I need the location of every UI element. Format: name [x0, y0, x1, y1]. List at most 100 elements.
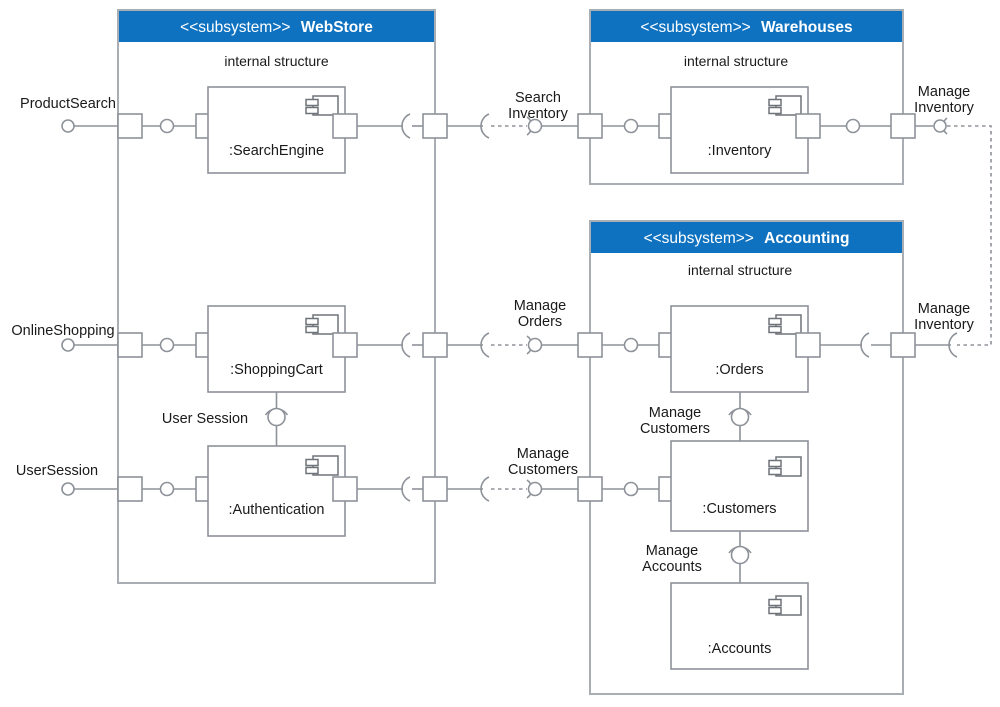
- port-webstore-usersession[interactable]: [117, 476, 143, 502]
- connector-manage-inventory-top-label-line2: Inventory: [914, 100, 974, 116]
- connector-user-session-label: User Session: [162, 411, 248, 427]
- connector-manage-customers-internal-label-line2: Customers: [640, 421, 710, 437]
- warehouses-header-label: <<subsystem>> Warehouses: [640, 19, 852, 36]
- provided-interface-ball-icon: [61, 338, 75, 352]
- warehouses-internal-structure-label: internal structure: [684, 53, 788, 69]
- component-authentication[interactable]: :Authentication: [207, 445, 346, 537]
- connector-manage-inventory-warehouses[interactable]: Manage Inventory: [914, 84, 992, 346]
- port-webstore-searchinventory[interactable]: [422, 113, 448, 139]
- provided-interface-ball-icon: [159, 118, 175, 134]
- component-icon: [768, 595, 802, 616]
- port-searchengine-right[interactable]: [332, 113, 358, 139]
- connector-manage-orders-label-line1: Manage: [514, 298, 566, 314]
- connector-manage-orders[interactable]: Manage Orders: [447, 298, 590, 358]
- required-interface-socket-icon: [948, 332, 958, 358]
- connector-manage-customers-internal-label-line1: Manage: [649, 405, 701, 421]
- connector-manage-customers-label-line1: Manage: [517, 446, 569, 462]
- accounting-header-label: <<subsystem>> Accounting: [644, 230, 850, 247]
- provided-interface-ball-icon: [159, 481, 175, 497]
- port-webstore-onlineshopping[interactable]: [117, 332, 143, 358]
- provided-interface-ball-icon: [61, 482, 75, 496]
- component-icon: [305, 314, 339, 335]
- required-interface-socket-icon: [480, 476, 490, 502]
- webstore-internal-structure-label: internal structure: [224, 53, 328, 69]
- port-orders-right[interactable]: [795, 332, 821, 358]
- connector-manage-accounts-label-line2: Accounts: [642, 559, 702, 575]
- webstore-stereotype: <<subsystem>>: [180, 19, 290, 36]
- component-searchengine[interactable]: :SearchEngine: [207, 86, 346, 174]
- component-accounts[interactable]: :Accounts: [670, 582, 809, 670]
- port-inventory-right[interactable]: [795, 113, 821, 139]
- customers-box: [670, 440, 809, 532]
- provided-interface-ball-icon: [933, 119, 947, 133]
- provided-interface-ball-icon: [61, 119, 75, 133]
- port-warehouses-manageinventory[interactable]: [890, 113, 916, 139]
- accounting-internal-structure-label: internal structure: [688, 262, 792, 278]
- accounting-name: Accounting: [764, 230, 849, 247]
- port-warehouses-searchinventory[interactable]: [577, 113, 603, 139]
- provided-interface-ball-icon: [623, 481, 639, 497]
- authentication-label: :Authentication: [229, 502, 325, 518]
- component-orders[interactable]: :Orders: [670, 305, 809, 393]
- port-webstore-productsearch[interactable]: [117, 113, 143, 139]
- connector-search-inventory-label-line2: Inventory: [508, 106, 568, 122]
- port-webstore-manageorders[interactable]: [422, 332, 448, 358]
- component-icon: [768, 314, 802, 335]
- external-interface-onlineshopping[interactable]: OnlineShopping: [11, 323, 118, 352]
- port-shoppingcart-right[interactable]: [332, 332, 358, 358]
- required-interface-socket-icon: [860, 332, 870, 358]
- connector-manage-inventory-bottom-label-line1: Manage: [918, 301, 970, 317]
- connector-manage-accounts-label-line1: Manage: [646, 543, 698, 559]
- connector-manage-customers-label-line2: Customers: [508, 462, 578, 478]
- external-interface-productsearch[interactable]: ProductSearch: [20, 96, 118, 133]
- component-shoppingcart[interactable]: :ShoppingCart: [207, 305, 346, 393]
- inventory-label: :Inventory: [708, 143, 772, 159]
- provided-interface-ball-icon: [623, 118, 639, 134]
- external-interface-usersession[interactable]: UserSession: [16, 463, 118, 496]
- provided-interface-ball-icon: [527, 337, 543, 353]
- external-interface-onlineshopping-label: OnlineShopping: [11, 323, 114, 339]
- connector-search-inventory-label-line1: Search: [515, 90, 561, 106]
- port-accounting-manageinventory[interactable]: [890, 332, 916, 358]
- connector-search-inventory[interactable]: Search Inventory: [447, 90, 590, 139]
- port-webstore-managecustomers[interactable]: [422, 476, 448, 502]
- provided-interface-ball-icon: [730, 407, 750, 427]
- provided-interface-ball-icon: [267, 407, 286, 427]
- required-interface-socket-icon: [401, 113, 411, 139]
- warehouses-stereotype: <<subsystem>>: [640, 19, 750, 36]
- external-interface-usersession-label: UserSession: [16, 463, 98, 479]
- port-accounting-managecustomers[interactable]: [577, 476, 603, 502]
- provided-interface-ball-icon: [527, 481, 543, 497]
- webstore-name: WebStore: [301, 19, 373, 36]
- connector-manage-customers-internal[interactable]: Manage Customers: [640, 392, 752, 441]
- searchengine-label: :SearchEngine: [229, 143, 324, 159]
- webstore-header-label: <<subsystem>> WebStore: [180, 19, 373, 36]
- component-icon: [305, 455, 339, 476]
- connector-dashed-route: [947, 125, 992, 346]
- provided-interface-ball-icon: [845, 118, 861, 134]
- customers-label: :Customers: [702, 501, 776, 517]
- connector-manage-inventory-bottom-label-line2: Inventory: [914, 317, 974, 333]
- required-interface-socket-icon: [401, 332, 411, 358]
- provided-interface-ball-icon: [623, 337, 639, 353]
- orders-label: :Orders: [715, 362, 763, 378]
- connector-manage-inventory-accounting[interactable]: Manage Inventory: [914, 301, 975, 358]
- connector-manage-orders-label-line2: Orders: [518, 314, 562, 330]
- connector-user-session-internal[interactable]: User Session: [162, 392, 289, 446]
- required-interface-socket-icon: [480, 113, 490, 139]
- port-accounting-manageorders[interactable]: [577, 332, 603, 358]
- provided-interface-ball-icon: [159, 337, 175, 353]
- component-inventory[interactable]: :Inventory: [670, 86, 809, 174]
- shoppingcart-label: :ShoppingCart: [230, 362, 323, 378]
- port-authentication-right[interactable]: [332, 476, 358, 502]
- required-interface-socket-icon: [401, 476, 411, 502]
- warehouses-header-bar: [591, 11, 902, 42]
- webstore-header-bar: [119, 11, 434, 42]
- provided-interface-ball-icon: [730, 545, 750, 565]
- component-customers[interactable]: :Customers: [670, 440, 809, 532]
- external-interface-productsearch-label: ProductSearch: [20, 96, 116, 112]
- connector-manage-customers-subsystem[interactable]: Manage Customers: [447, 446, 590, 502]
- connector-manage-accounts-internal[interactable]: Manage Accounts: [642, 531, 752, 583]
